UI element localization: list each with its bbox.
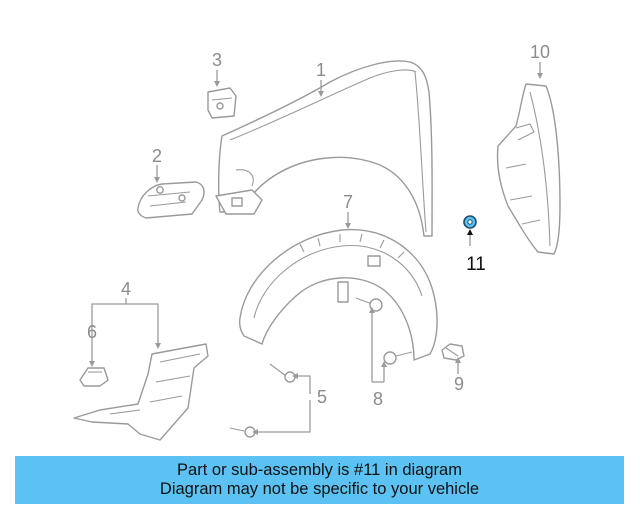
part-8-bolt-upper (355, 297, 383, 312)
callout-labels: 1 2 3 4 5 6 7 8 9 10 11 (87, 42, 550, 409)
info-banner: Part or sub-assembly is #11 in diagram D… (15, 456, 624, 504)
label-8: 8 (373, 389, 383, 409)
label-2: 2 (152, 146, 162, 166)
label-10: 10 (530, 42, 550, 62)
part-7-wheelhouse-liner[interactable] (238, 228, 438, 361)
part-9-clip[interactable] (441, 343, 465, 361)
part-2-bracket[interactable] (137, 181, 205, 219)
label-4: 4 (121, 279, 131, 299)
part-11-nut[interactable] (463, 215, 477, 229)
part-5-screw-lower (229, 426, 256, 438)
label-1: 1 (316, 60, 326, 80)
label-11: 11 (466, 254, 486, 275)
label-7: 7 (343, 192, 353, 212)
part-6-clip[interactable] (79, 367, 109, 387)
part-8-bolt-lower (383, 351, 413, 365)
banner-line-2: Diagram may not be specific to your vehi… (159, 480, 480, 498)
parts-diagram: 1 2 3 4 5 6 7 8 9 10 11 (73, 42, 561, 441)
part-5-screw-upper (269, 363, 296, 383)
part-1-fender[interactable] (215, 60, 433, 237)
label-6: 6 (87, 322, 97, 342)
part-5-screws[interactable] (229, 363, 296, 438)
part-10-liner[interactable] (496, 83, 561, 255)
banner-line-1: Part or sub-assembly is #11 in diagram (177, 461, 462, 479)
label-9: 9 (454, 374, 464, 394)
part-4-splash-shield[interactable] (73, 343, 209, 441)
leader-lines (89, 62, 543, 435)
label-3: 3 (212, 50, 222, 70)
part-8-bolts[interactable] (355, 297, 413, 365)
part-3-bracket[interactable] (207, 87, 237, 119)
label-5: 5 (317, 387, 327, 407)
